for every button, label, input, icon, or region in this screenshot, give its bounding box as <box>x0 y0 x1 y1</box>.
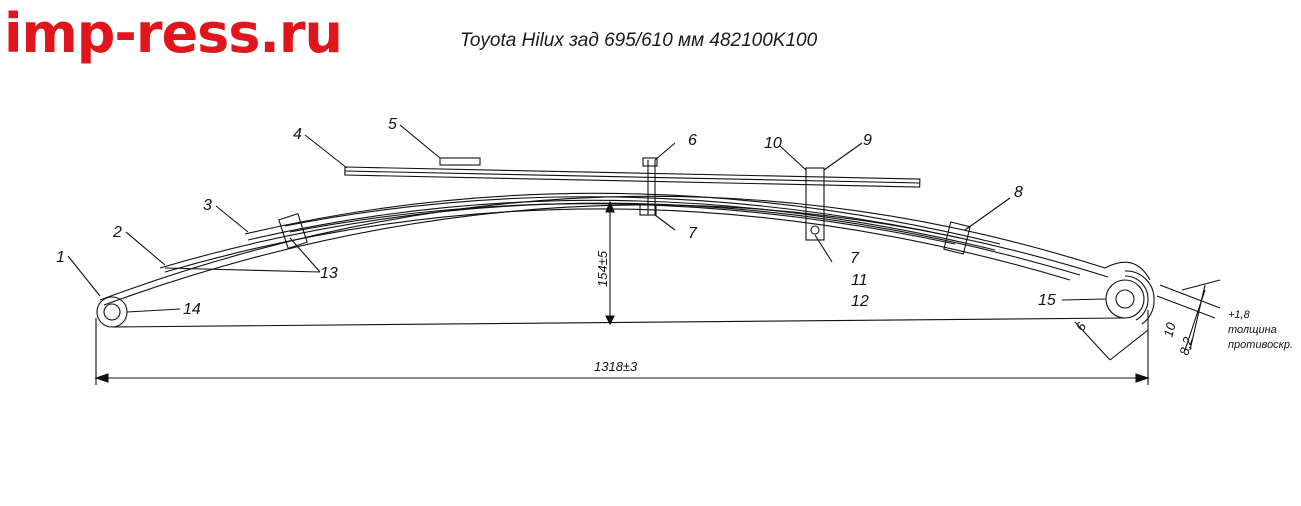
callout-11: 11 <box>851 272 868 289</box>
baseline <box>111 317 1126 328</box>
thickness-a-dimension: 10 <box>1160 320 1178 339</box>
eye-offset-dimension: 6 <box>1073 319 1090 333</box>
callout-5: 5 <box>388 116 397 133</box>
height-dimension: 154±5 <box>595 250 610 287</box>
thickness-b-dimension: 8,2 <box>1176 335 1195 357</box>
drawing-title: Toyota Hilux зад 695/610 мм 482100K100 <box>460 30 818 51</box>
callout-13: 13 <box>320 265 338 282</box>
callout-3: 3 <box>203 197 212 214</box>
callout-15: 15 <box>1038 292 1056 309</box>
clamp-3 <box>278 212 308 250</box>
left-eye-inner <box>103 303 121 321</box>
callout-4: 4 <box>293 126 302 143</box>
length-dimension: 1318±3 <box>594 359 638 374</box>
callout-12: 12 <box>851 293 869 310</box>
callout-14: 14 <box>183 301 201 318</box>
left-eye-outer <box>96 296 128 328</box>
clamp-8 <box>943 221 971 255</box>
callout-10: 10 <box>764 135 782 152</box>
callout-7a: 7 <box>688 225 698 242</box>
note-antisqueak: противоскр. <box>1228 339 1293 351</box>
clamp-9 <box>805 167 825 241</box>
callout-8: 8 <box>1014 184 1023 201</box>
right-eye-outer <box>1105 279 1145 319</box>
callout-6: 6 <box>688 132 697 149</box>
spacer-5 <box>439 157 481 166</box>
callout-2: 2 <box>112 224 122 241</box>
note-thickness: толщина <box>1228 324 1277 336</box>
right-eye-inner <box>1115 289 1135 309</box>
site-logo[interactable]: imp-ress.ru <box>4 2 343 65</box>
callout-7b: 7 <box>850 250 860 267</box>
callout-9: 9 <box>863 132 872 149</box>
callout-1: 1 <box>56 249 65 266</box>
note-tolerance: +1,8 <box>1228 309 1251 321</box>
right-eye-wrap <box>1124 275 1149 321</box>
